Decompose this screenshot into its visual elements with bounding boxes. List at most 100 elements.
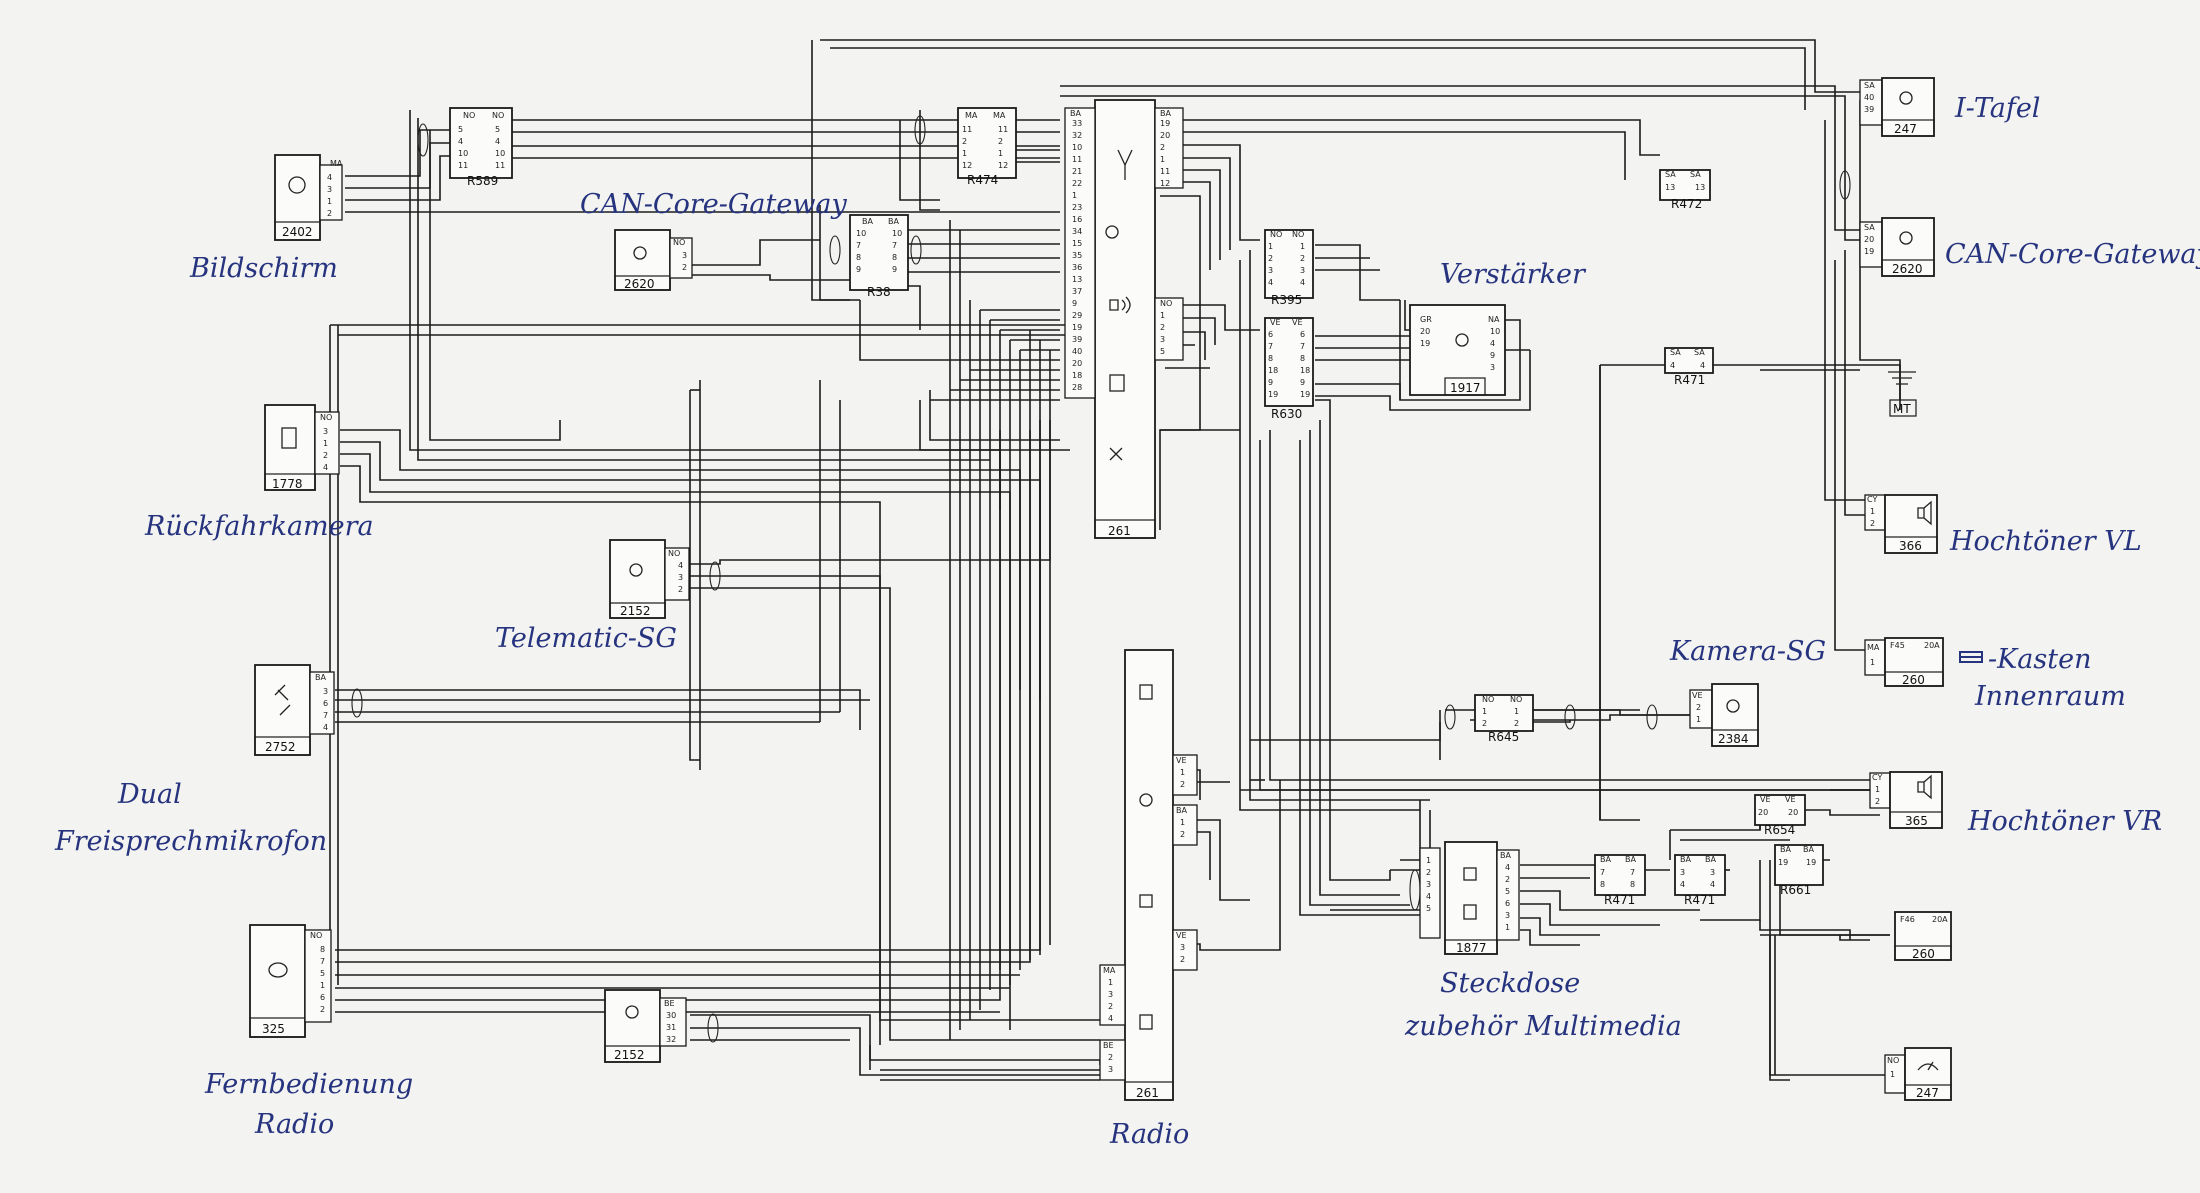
svg-text:2: 2: [1108, 1002, 1113, 1011]
svg-text:MT: MT: [1893, 402, 1911, 416]
svg-text:2620: 2620: [1892, 262, 1923, 276]
component-id: 2402: [282, 225, 313, 239]
relay-r474: MA MA 112 112 112 112 R474: [957, 107, 1017, 187]
svg-text:R471: R471: [1604, 893, 1635, 907]
svg-text:11: 11: [495, 161, 505, 170]
svg-text:32: 32: [666, 1035, 676, 1044]
svg-text:30: 30: [666, 1011, 676, 1020]
svg-text:2: 2: [327, 209, 332, 218]
svg-text:10: 10: [1490, 327, 1500, 336]
svg-text:NO: NO: [1270, 230, 1282, 239]
svg-text:11: 11: [458, 161, 468, 170]
svg-text:19: 19: [1268, 390, 1278, 399]
svg-text:NO: NO: [1482, 695, 1494, 704]
relay-r38: BA BA 107 89 107 89 R38: [849, 214, 909, 299]
svg-text:10: 10: [856, 229, 866, 238]
svg-text:R474: R474: [967, 173, 998, 187]
label-zubehoer-multimedia: zubehör Multimedia: [1404, 1011, 1682, 1042]
svg-text:2: 2: [1505, 875, 1510, 884]
svg-text:1: 1: [1514, 707, 1519, 716]
svg-text:1877: 1877: [1456, 941, 1487, 955]
svg-text:28: 28: [1072, 383, 1082, 392]
svg-text:20: 20: [1788, 808, 1798, 817]
svg-text:BA: BA: [1680, 855, 1691, 864]
svg-text:NO: NO: [1292, 230, 1304, 239]
svg-text:2384: 2384: [1718, 732, 1749, 746]
svg-text:19: 19: [1778, 858, 1788, 867]
svg-text:3: 3: [1268, 266, 1273, 275]
svg-text:8: 8: [1300, 354, 1305, 363]
svg-text:9: 9: [1072, 299, 1077, 308]
handwritten-labels: Bildschirm Rückfahrkamera Dual Freisprec…: [54, 93, 2200, 1150]
svg-text:VE: VE: [1292, 318, 1303, 327]
svg-text:4: 4: [1268, 278, 1273, 287]
svg-text:13: 13: [1695, 183, 1705, 192]
svg-text:VE: VE: [1692, 691, 1703, 700]
svg-text:5: 5: [1426, 904, 1431, 913]
label-hochtoener-vl: Hochtöner VL: [1949, 526, 2142, 557]
svg-text:R472: R472: [1671, 197, 1702, 211]
svg-text:2752: 2752: [265, 740, 296, 754]
svg-text:2152: 2152: [614, 1048, 645, 1062]
svg-text:4: 4: [1108, 1014, 1113, 1023]
gauge-icon: [1917, 1061, 1939, 1071]
svg-text:18: 18: [1300, 366, 1310, 375]
svg-text:R471: R471: [1674, 373, 1705, 387]
svg-text:8: 8: [892, 253, 897, 262]
svg-text:1: 1: [998, 149, 1003, 158]
svg-text:2: 2: [1514, 719, 1519, 728]
svg-text:BA: BA: [1780, 845, 1791, 854]
svg-text:6: 6: [1268, 330, 1273, 339]
svg-text:35: 35: [1072, 251, 1082, 260]
svg-text:325: 325: [262, 1022, 285, 1036]
svg-text:3: 3: [678, 573, 683, 582]
svg-text:BA: BA: [862, 217, 873, 226]
fuse-label: F45: [1890, 641, 1905, 650]
svg-text:1: 1: [1268, 242, 1273, 251]
svg-text:NA: NA: [1488, 315, 1500, 324]
svg-text:BA: BA: [1160, 109, 1171, 118]
svg-text:2: 2: [1875, 797, 1880, 806]
module-icon: [633, 246, 647, 260]
microphone-icon: [274, 684, 291, 716]
svg-text:R630: R630: [1271, 407, 1302, 421]
svg-text:BA: BA: [315, 673, 326, 682]
svg-text:2: 2: [998, 137, 1003, 146]
svg-text:19: 19: [1864, 247, 1874, 256]
svg-text:11: 11: [962, 125, 972, 134]
svg-text:2: 2: [1870, 519, 1875, 528]
svg-text:18: 18: [1072, 371, 1082, 380]
svg-text:NO: NO: [463, 111, 475, 120]
svg-text:20: 20: [1758, 808, 1768, 817]
svg-text:BA: BA: [1600, 855, 1611, 864]
svg-text:BE: BE: [1103, 1041, 1114, 1050]
component-2402-screen: 2402 MA 43 12: [274, 154, 343, 241]
ground-icon: [1888, 371, 1916, 385]
svg-text:1: 1: [1300, 242, 1305, 251]
svg-text:NO: NO: [1887, 1056, 1899, 1065]
svg-text:6: 6: [1505, 899, 1510, 908]
svg-text:13: 13: [1665, 183, 1675, 192]
svg-text:19: 19: [1420, 339, 1430, 348]
svg-text:4: 4: [323, 723, 328, 732]
svg-text:3: 3: [327, 185, 332, 194]
svg-text:6: 6: [1300, 330, 1305, 339]
label-steckdose: Steckdose: [1440, 968, 1580, 999]
svg-text:9: 9: [856, 265, 861, 274]
svg-text:16: 16: [1072, 215, 1082, 224]
ground-mt: MT: [1888, 371, 1917, 417]
svg-text:3: 3: [1710, 868, 1715, 877]
svg-text:CY: CY: [1872, 773, 1882, 782]
svg-text:11: 11: [1072, 155, 1082, 164]
fuse-amp: 20A: [1924, 641, 1940, 650]
svg-text:20A: 20A: [1932, 915, 1948, 924]
svg-text:MA: MA: [965, 111, 978, 120]
label-kasten: -Kasten: [1988, 644, 2091, 675]
svg-text:5: 5: [320, 969, 325, 978]
svg-text:10: 10: [1072, 143, 1082, 152]
module-icon: [1105, 225, 1119, 239]
